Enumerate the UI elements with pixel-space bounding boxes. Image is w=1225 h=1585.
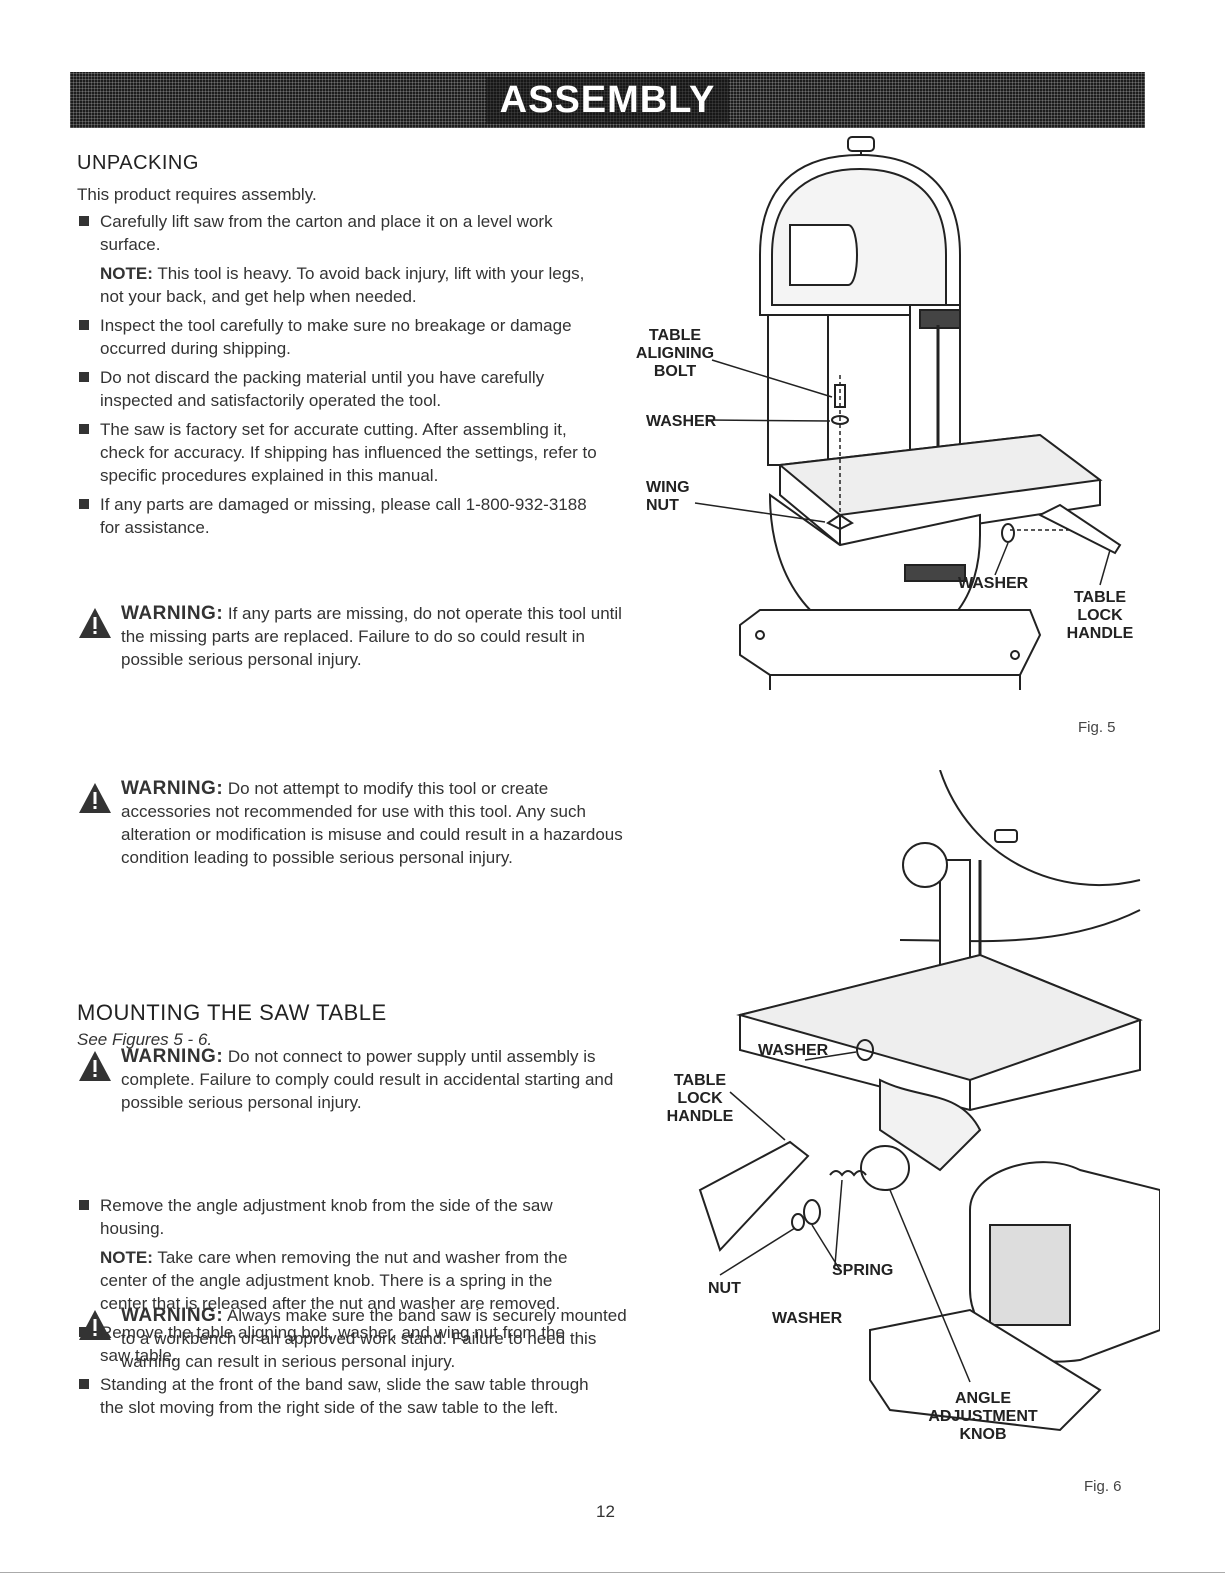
warning-label: WARNING: — [121, 778, 224, 799]
callout-washer: WASHER — [758, 1042, 829, 1059]
list-item: Standing at the front of the band saw, s… — [77, 1373, 597, 1419]
list-item: Carefully lift saw from the carton and p… — [77, 210, 597, 256]
warning-text: Do not connect to power supply until ass… — [121, 1047, 614, 1112]
warning-text: Always make sure the band saw is securel… — [121, 1306, 627, 1371]
note-text: This tool is heavy. To avoid back injury… — [100, 264, 585, 306]
list-item: The saw is factory set for accurate cutt… — [77, 418, 597, 487]
list-item: Remove the table aligning bolt, washer, … — [77, 1321, 597, 1367]
callout-washer: WASHER — [958, 575, 1029, 592]
callout-table-aligning-bolt: TABLE ALIGNING BOLT — [635, 327, 715, 380]
figure-5: TABLE ALIGNING BOLT WASHER WING NUT WASH… — [620, 135, 1160, 755]
list-item: If any parts are damaged or missing, ple… — [77, 493, 597, 539]
callout-nut: NUT — [708, 1280, 741, 1297]
mounting-section: MOUNTING THE SAW TABLE See Figures 5 - 6… — [77, 1000, 597, 1051]
mounting-steps: Remove the angle adjustment knob from th… — [77, 1190, 597, 1425]
mounting-note: NOTE: Take care when removing the nut an… — [77, 1246, 597, 1315]
callout-washer: WASHER — [772, 1310, 843, 1327]
callout-table-lock-handle: TABLE LOCK HANDLE — [1066, 589, 1134, 642]
see-figures: See Figures 5 - 6. — [77, 1030, 213, 1049]
warning-missing-parts: WARNING: If any parts are missing, do no… — [77, 602, 641, 671]
page-number: 12 — [596, 1502, 615, 1521]
band-saw-illustration — [694, 136, 1122, 690]
callout-wing-nut: WING NUT — [646, 479, 690, 514]
warning-triangle-icon — [79, 1051, 111, 1081]
warning-label: WARNING: — [121, 603, 224, 624]
mounting-list: Remove the angle adjustment knob from th… — [77, 1194, 597, 1240]
unpacking-note: NOTE: This tool is heavy. To avoid back … — [77, 262, 597, 308]
figure-6: WASHER TABLE LOCK HANDLE NUT SPRING WASH… — [640, 769, 1161, 1510]
warning-triangle-icon — [79, 608, 111, 638]
note-label: NOTE: — [100, 264, 153, 283]
list-item: Remove the angle adjustment knob from th… — [77, 1194, 597, 1240]
figure-label: Fig. 6 — [1084, 1478, 1122, 1495]
callout-spring: SPRING — [832, 1262, 894, 1279]
callout-washer: WASHER — [646, 413, 717, 430]
callout-table-lock-handle: TABLE LOCK HANDLE — [666, 1072, 734, 1125]
list-item: Do not discard the packing material unti… — [77, 366, 597, 412]
warning-label: WARNING: — [121, 1046, 224, 1067]
table-mounting-illustration — [698, 769, 1161, 1432]
note-text: Take care when removing the nut and wash… — [100, 1248, 568, 1313]
mounting-list-continued: Remove the table aligning bolt, washer, … — [77, 1321, 597, 1419]
mounting-heading: MOUNTING THE SAW TABLE — [77, 1000, 387, 1025]
unpacking-heading: UNPACKING — [77, 152, 199, 174]
callout-angle-adjustment-knob: ANGLE ADJUSTMENT KNOB — [928, 1390, 1038, 1443]
warning-text: Do not attempt to modify this tool or cr… — [121, 779, 623, 867]
unpacking-section: UNPACKING This product requires assembly… — [77, 152, 597, 545]
list-item: Inspect the tool carefully to make sure … — [77, 314, 597, 360]
warning-triangle-icon — [79, 783, 111, 813]
unpacking-intro: This product requires assembly. — [77, 185, 317, 204]
note-label: NOTE: — [100, 1248, 153, 1267]
unpacking-list-continued: Inspect the tool carefully to make sure … — [77, 314, 597, 539]
warning-power: WARNING: Do not connect to power supply … — [77, 1045, 641, 1114]
page-bottom-rule — [0, 1572, 1225, 1573]
warning-label: WARNING: — [121, 1305, 224, 1326]
warning-mounting: WARNING: Always make sure the band saw i… — [77, 1304, 641, 1373]
unpacking-list: Carefully lift saw from the carton and p… — [77, 210, 597, 256]
section-title: ASSEMBLY — [485, 76, 730, 124]
figure-label: Fig. 5 — [1078, 719, 1116, 736]
section-banner: ASSEMBLY — [70, 72, 1145, 128]
warning-text: If any parts are missing, do not operate… — [121, 604, 622, 669]
warning-modify: WARNING: Do not attempt to modify this t… — [77, 777, 641, 869]
